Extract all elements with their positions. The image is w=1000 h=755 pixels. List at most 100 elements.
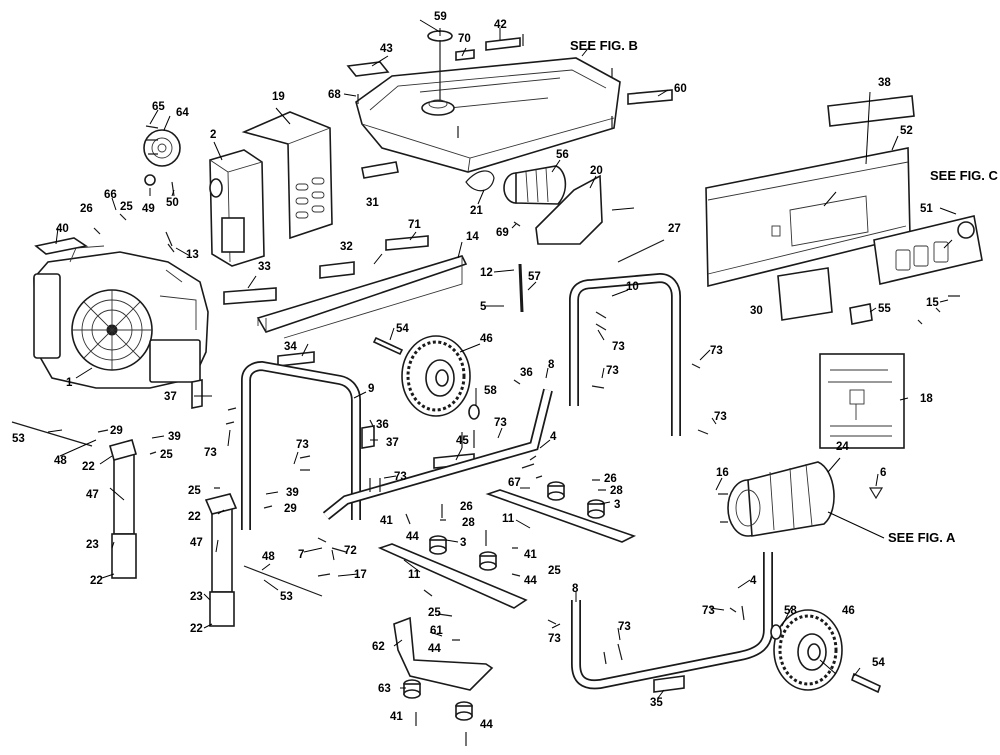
callout-73: 73 <box>548 633 561 645</box>
decal-70 <box>455 49 475 61</box>
callout-73: 73 <box>714 411 727 423</box>
decal-42 <box>485 37 521 51</box>
callout-38: 38 <box>878 77 891 89</box>
leader-lines <box>47 19 957 699</box>
wheel-46b <box>773 609 843 691</box>
reference-fig-b: SEE FIG. B <box>570 38 638 53</box>
callout-10: 10 <box>626 281 639 293</box>
callout-21: 21 <box>470 205 483 217</box>
decal-32 <box>319 261 355 279</box>
heat-shield-part <box>241 111 333 240</box>
callout-61: 61 <box>430 625 443 637</box>
engine-part <box>33 245 209 389</box>
callout-2: 2 <box>210 129 216 141</box>
callout-57: 57 <box>528 271 541 283</box>
wheel-46a <box>401 335 471 417</box>
decal-43 <box>346 61 390 77</box>
alternator-part <box>727 461 835 537</box>
callout-32: 32 <box>340 241 353 253</box>
decal-60 <box>627 89 673 105</box>
callout-15: 15 <box>926 297 939 309</box>
callout-29: 29 <box>284 503 297 515</box>
callout-17: 17 <box>354 569 367 581</box>
callout-44: 44 <box>480 719 493 731</box>
callout-43: 43 <box>380 43 393 55</box>
callout-66: 66 <box>104 189 117 201</box>
callout-47: 47 <box>190 537 203 549</box>
callout-7: 7 <box>298 549 304 561</box>
callout-26: 26 <box>80 203 93 215</box>
callout-41: 41 <box>524 549 537 561</box>
vibration-mounts <box>403 481 605 721</box>
callout-36: 36 <box>520 367 533 379</box>
decal-31 <box>361 161 399 179</box>
callout-42: 42 <box>494 19 507 31</box>
lower-frame-8 <box>571 552 773 690</box>
callout-39: 39 <box>286 487 299 499</box>
callout-73: 73 <box>494 417 507 429</box>
callout-73: 73 <box>612 341 625 353</box>
callout-58: 58 <box>484 385 497 397</box>
callout-26: 26 <box>604 473 617 485</box>
callout-71: 71 <box>408 219 421 231</box>
callout-8: 8 <box>572 583 579 595</box>
callout-19: 19 <box>272 91 285 103</box>
hardware-bolts <box>93 34 960 746</box>
callout-23: 23 <box>190 591 203 603</box>
callout-54: 54 <box>396 323 409 335</box>
callout-8: 8 <box>548 359 555 371</box>
leg-middle <box>204 493 238 627</box>
air-cleaner-part <box>143 129 181 167</box>
axle-54b <box>851 672 881 694</box>
callout-25: 25 <box>548 565 561 577</box>
fuel-line-part <box>465 170 495 192</box>
callout-73: 73 <box>296 439 309 451</box>
callout-30: 30 <box>750 305 763 317</box>
handle-frame-10 <box>569 272 681 436</box>
callout-53: 53 <box>280 591 293 603</box>
callout-22: 22 <box>90 575 103 587</box>
decal-30 <box>777 267 833 321</box>
callout-41: 41 <box>390 711 403 723</box>
callout-37: 37 <box>386 437 399 449</box>
callout-23: 23 <box>86 539 99 551</box>
callout-68: 68 <box>328 89 341 101</box>
callout-11: 11 <box>502 513 515 525</box>
callout-49: 49 <box>142 203 155 215</box>
callout-26: 26 <box>460 501 473 513</box>
callout-22: 22 <box>190 623 203 635</box>
handle-frame-10-inner <box>570 274 680 436</box>
callout-31: 31 <box>366 197 379 209</box>
decal-38 <box>827 95 915 127</box>
callout-44: 44 <box>428 643 441 655</box>
callout-59: 59 <box>434 11 447 23</box>
bracket-20 <box>535 174 603 245</box>
callout-60: 60 <box>674 83 687 95</box>
callout-48: 48 <box>262 551 275 563</box>
decal-33 <box>223 287 277 305</box>
callout-50: 50 <box>166 197 179 209</box>
callout-3: 3 <box>614 499 620 511</box>
leg-left <box>109 439 137 579</box>
outlet-panel-part <box>873 215 983 285</box>
wiring-harness-part <box>819 353 905 449</box>
decal-35 <box>653 675 685 693</box>
callout-39: 39 <box>168 431 181 443</box>
circuit-breaker-part <box>849 303 873 325</box>
callout-18: 18 <box>920 393 933 405</box>
decal-34 <box>277 351 315 367</box>
callout-35: 35 <box>650 697 663 709</box>
callout-9: 9 <box>368 383 374 395</box>
callout-29: 29 <box>110 425 123 437</box>
rod-53b <box>243 565 323 597</box>
callout-73: 73 <box>702 605 715 617</box>
callout-27: 27 <box>668 223 681 235</box>
callout-13: 13 <box>186 249 199 261</box>
callout-24: 24 <box>836 441 849 453</box>
callout-58: 58 <box>784 605 797 617</box>
callout-73: 73 <box>394 471 407 483</box>
callout-4: 4 <box>750 575 757 587</box>
bracket-62 <box>393 616 494 691</box>
callout-53: 53 <box>12 433 25 445</box>
